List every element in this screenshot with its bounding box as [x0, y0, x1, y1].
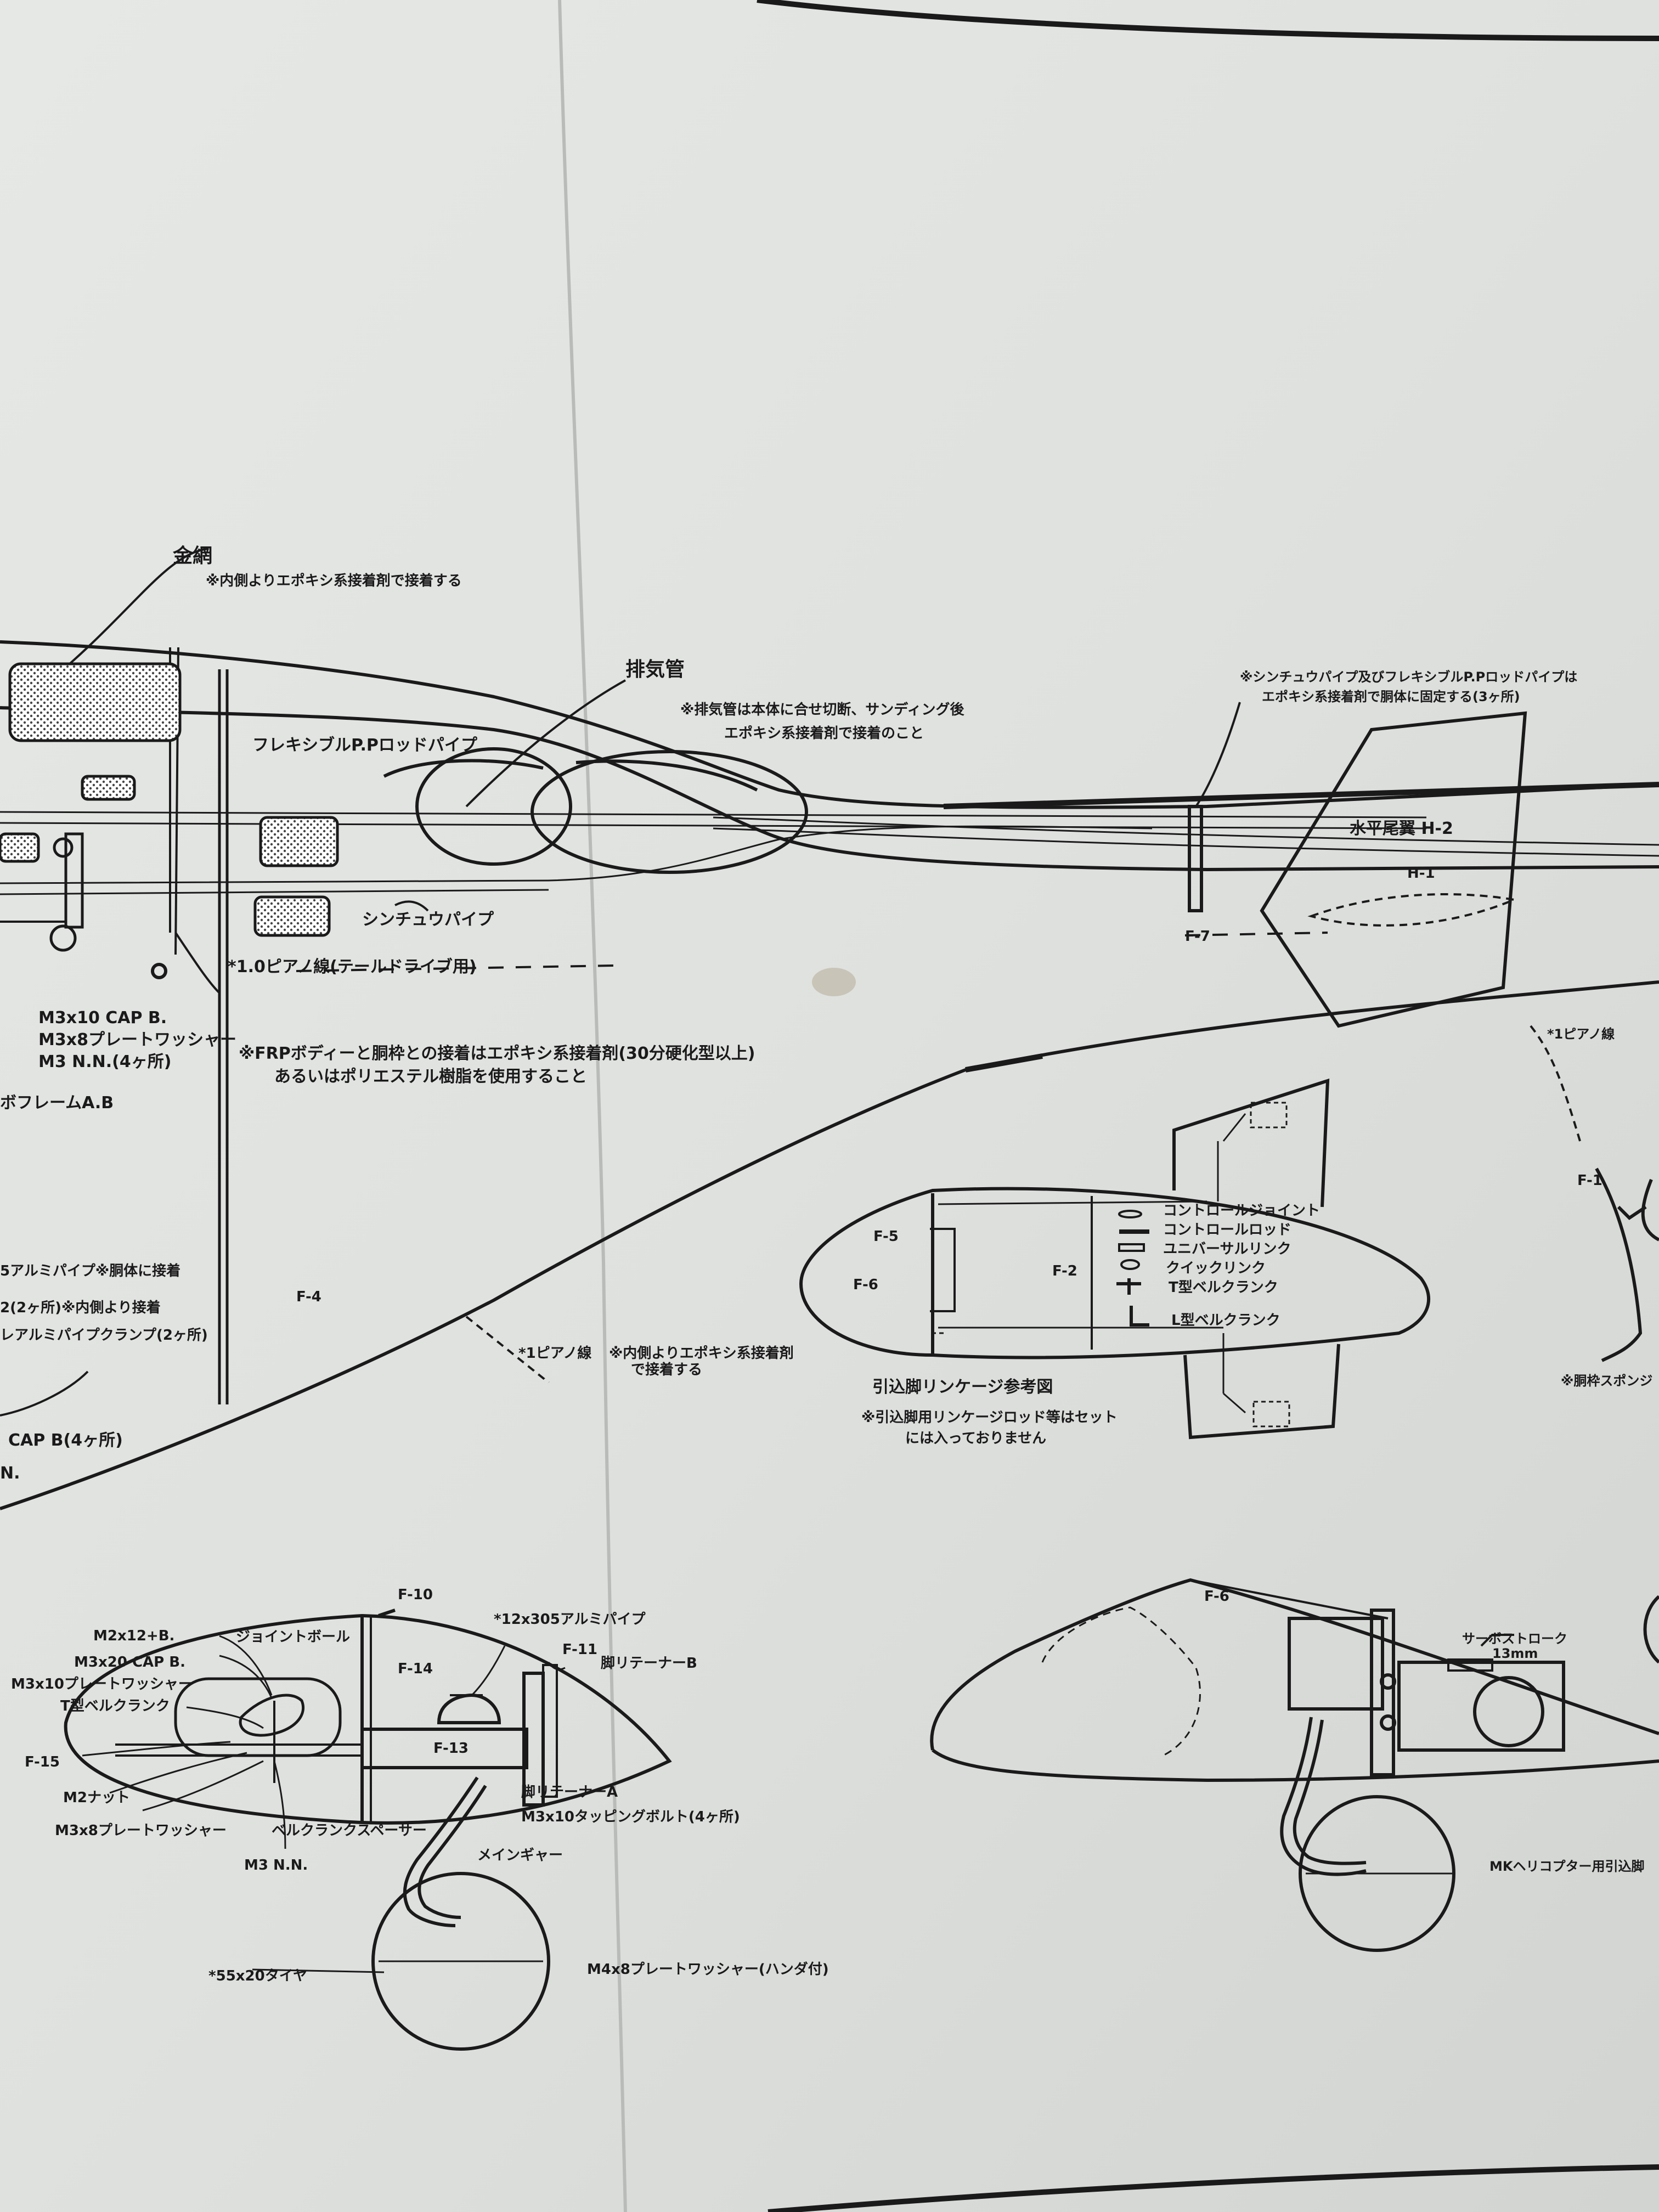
- label-haikikan-note2: エポキシ系接着剤で接着のこと: [724, 725, 924, 742]
- retract-gear-detail: [64, 1609, 672, 2051]
- label-kaname-note: ※内側よりエポキシ系接着剤で接着する: [206, 572, 462, 589]
- label-shinchu-flex-note2: エポキシ系接着剤で胴体に固定する(3ヶ所): [1262, 689, 1520, 704]
- label-f15: F-15: [25, 1754, 60, 1770]
- label-kaname: 金網: [172, 544, 212, 567]
- label-retainer-b: 脚リテーナーB: [601, 1655, 697, 1672]
- label-piano-mid-note1: ※内側よりエポキシ系接着剤: [609, 1345, 794, 1362]
- label-m2-nut: M2ナット: [63, 1790, 130, 1806]
- label-f4: F-4: [296, 1289, 321, 1305]
- label-joint-ball: ジョイントボール: [236, 1629, 350, 1645]
- label-linkage-note1: ※引込脚用リンケージロッド等はセット: [861, 1409, 1118, 1426]
- label-flexible-rod: フレキシブルP.Pロッドパイプ: [252, 736, 478, 755]
- label-piano-tail: *1.0ピアノ線(テールドライブ用): [228, 957, 477, 977]
- label-f1: F-1: [1577, 1172, 1602, 1189]
- label-f2: F-2: [1052, 1263, 1077, 1279]
- label-control-rod: コントロールロッド: [1163, 1222, 1291, 1238]
- fuselage-side-view: [0, 548, 1659, 1510]
- label-frp-note2: あるいはポリエステル樹脂を使用すること: [274, 1067, 587, 1086]
- label-f11: F-11: [562, 1641, 597, 1658]
- label-m3-nn: M3 N.N.: [244, 1857, 308, 1874]
- label-frame-ab: ボフレームA.B: [0, 1093, 114, 1113]
- label-quick-link: クイックリンク: [1166, 1260, 1266, 1277]
- label-servo-stroke: サーボストローク: [1462, 1631, 1567, 1646]
- label-n-fragment: N.: [0, 1464, 20, 1483]
- label-f7: F-7: [1185, 928, 1210, 945]
- label-h-stab: 水平尾翼 H-2: [1350, 819, 1453, 838]
- label-tire: *55x20タイヤ: [208, 1968, 307, 1984]
- label-control-joint: コントロールジョイント: [1163, 1203, 1320, 1219]
- label-linkage-title: 引込脚リンケージ参考図: [872, 1378, 1053, 1397]
- label-piano-mid: *1ピアノ線: [518, 1345, 591, 1362]
- label-f13: F-13: [433, 1740, 469, 1757]
- label-l-bellcrank: L型ベルクランク: [1171, 1312, 1280, 1329]
- label-linkage-note2: には入っておりません: [905, 1430, 1046, 1447]
- label-retainer-a: 脚リテーナーA: [521, 1784, 618, 1801]
- right-edge-fragment: [1595, 1167, 1659, 1664]
- label-tapping-bolt: M3x10タッピングボルト(4ヶ所): [521, 1809, 740, 1825]
- label-m3x10-washer: M3x10プレートワッシャー: [11, 1676, 193, 1692]
- label-f6: F-6: [853, 1277, 878, 1293]
- label-alumi-clamp1: 2(2ヶ所)※内側より接着: [0, 1299, 161, 1316]
- label-servo-mm: 13mm: [1492, 1646, 1538, 1661]
- label-piano-right: *1ピアノ線: [1547, 1026, 1615, 1042]
- label-bell-spacer: ベルクランクスペーサー: [272, 1822, 427, 1839]
- label-t-bell2: T型ベルクランク: [60, 1698, 170, 1714]
- label-piano-mid-note2: で接着する: [631, 1361, 702, 1378]
- paper-fold: [558, 0, 627, 2212]
- label-alumi-pipe: 5アルミパイプ※胴体に接着: [0, 1262, 180, 1279]
- label-shinchu-pipe: シンチュウパイプ: [362, 910, 494, 929]
- label-m3x8-washer: M3x8プレートワッシャー: [55, 1822, 227, 1839]
- label-f5: F-5: [873, 1228, 899, 1245]
- label-f14: F-14: [398, 1661, 433, 1677]
- label-shinchu-flex-note1: ※シンチュウパイプ及びフレキシブルP.Pロッドパイプは: [1240, 669, 1577, 685]
- label-f6-lower: F-6: [1204, 1588, 1229, 1605]
- label-cap-b4: CAP B(4ヶ所): [8, 1431, 123, 1450]
- mesh-windows: [0, 662, 339, 937]
- label-f10: F-10: [398, 1587, 433, 1603]
- label-mk-heli: MKヘリコプター用引込脚: [1489, 1859, 1644, 1874]
- linkage-legend-symbols: [1116, 1210, 1149, 1327]
- label-m4-washer: M4x8プレートワッシャー(ハンダ付): [587, 1961, 829, 1978]
- label-universal-link: ユニバーサルリンク: [1163, 1241, 1291, 1257]
- diagram-labels: 金網 ※内側よりエポキシ系接着剤で接着する フレキシブルP.Pロッドパイプ 排気…: [0, 544, 1652, 1984]
- label-m3x20: M3x20 CAP B.: [74, 1654, 185, 1671]
- label-mn4: M3 N.N.(4ヶ所): [38, 1052, 171, 1071]
- label-sponge: ※胴枠スポンジ: [1561, 1373, 1652, 1389]
- label-t-bellcrank: T型ベルクランク: [1169, 1279, 1278, 1296]
- fuselage-lower-right: [930, 1578, 1659, 1952]
- label-h1: H-1: [1407, 865, 1435, 882]
- label-alumi-12: *12x305アルミパイプ: [494, 1611, 646, 1628]
- label-m2x12: M2x12+B.: [93, 1628, 174, 1644]
- retract-linkage-diagram: [799, 1078, 1431, 1440]
- label-main-gear: メインギャー: [477, 1847, 563, 1864]
- label-frp-note1: ※FRPボディーと胴枠との接着はエポキシ系接着剤(30分硬化型以上): [239, 1044, 755, 1063]
- label-washer: M3x8プレートワッシャー: [38, 1030, 236, 1049]
- label-haikikan: 排気管: [625, 658, 685, 681]
- label-cap-b: M3x10 CAP B.: [38, 1008, 167, 1028]
- label-alumi-clamp2: レアルミパイプクランプ(2ヶ所): [0, 1327, 208, 1344]
- label-haikikan-note1: ※排気管は本体に合せ切断、サンディング後: [680, 701, 964, 718]
